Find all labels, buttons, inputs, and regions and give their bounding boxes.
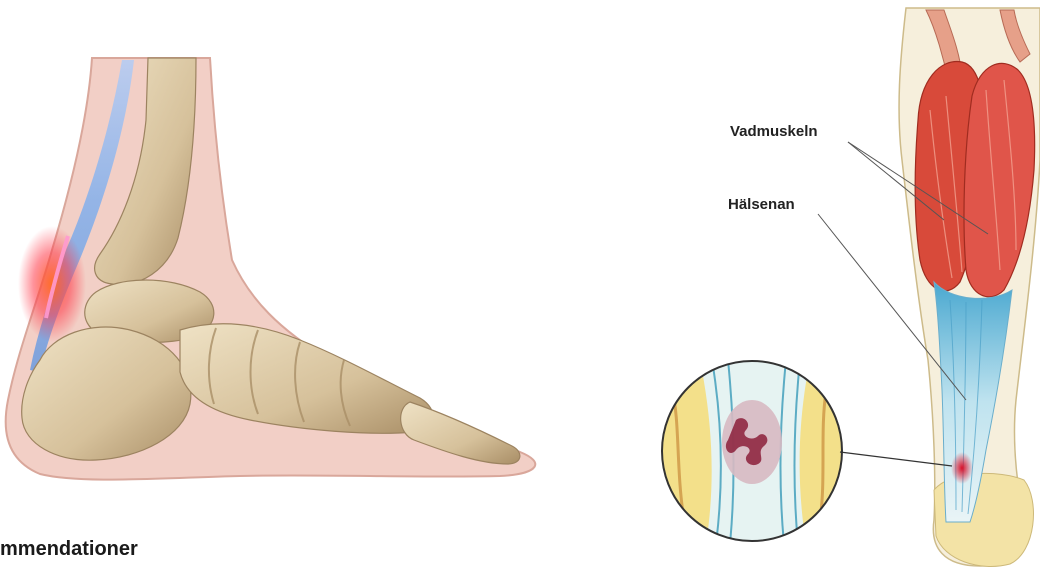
label-achilles-tendon: Hälsenan <box>728 196 795 213</box>
tendon-rupture <box>951 452 973 484</box>
magnified-rupture-detail <box>660 360 952 544</box>
calf-back-view <box>899 8 1040 566</box>
inflammation-spot <box>18 226 86 342</box>
foot-side-view <box>6 58 536 480</box>
label-calf-muscle: Vadmuskeln <box>730 123 818 140</box>
section-heading-fragment: mmendationer <box>0 538 138 561</box>
